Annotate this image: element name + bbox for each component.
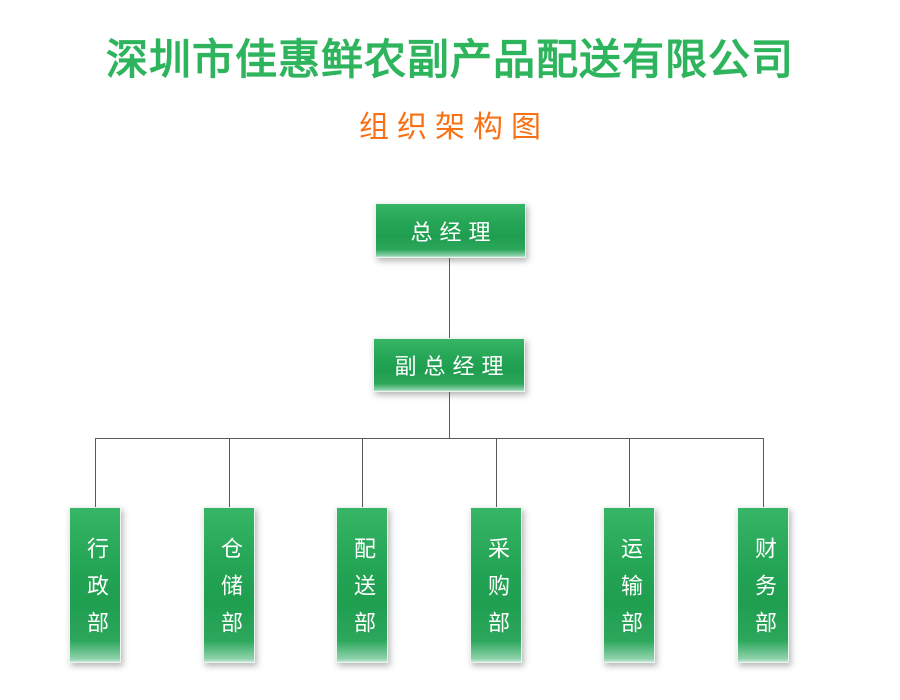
connector-drop-finance — [762, 438, 764, 507]
connector-deputy-to-bus — [449, 392, 450, 438]
connector-drop-transport — [628, 438, 630, 507]
dept-label: 运输部 — [617, 536, 642, 648]
node-general-manager: 总经理 — [375, 203, 526, 258]
dept-label: 行政部 — [83, 536, 108, 648]
node-dept-purchasing: 采购部 — [470, 507, 522, 663]
node-dept-warehouse: 仓储部 — [203, 507, 255, 663]
node-dept-finance: 财务部 — [737, 507, 789, 663]
connector-drop-admin — [94, 438, 96, 507]
connector-drop-distribution — [361, 438, 363, 507]
dept-label: 采购部 — [484, 536, 509, 648]
dept-label: 配送部 — [350, 536, 375, 648]
dept-label: 财务部 — [751, 536, 776, 648]
connector-drop-warehouse — [228, 438, 230, 507]
node-deputy-general-manager: 副总经理 — [373, 338, 525, 392]
node-dept-admin: 行政部 — [69, 507, 121, 663]
node-dept-distribution: 配送部 — [336, 507, 388, 663]
company-title: 深圳市佳惠鲜农副产品配送有限公司 — [105, 35, 794, 84]
connector-horizontal-bus — [95, 438, 764, 439]
node-dept-transport: 运输部 — [603, 507, 655, 663]
connector-drop-purchasing — [495, 438, 497, 507]
dept-label: 仓储部 — [217, 536, 242, 648]
chart-subtitle: 组织架构图 — [359, 110, 549, 145]
connector-root-to-deputy — [449, 258, 450, 338]
